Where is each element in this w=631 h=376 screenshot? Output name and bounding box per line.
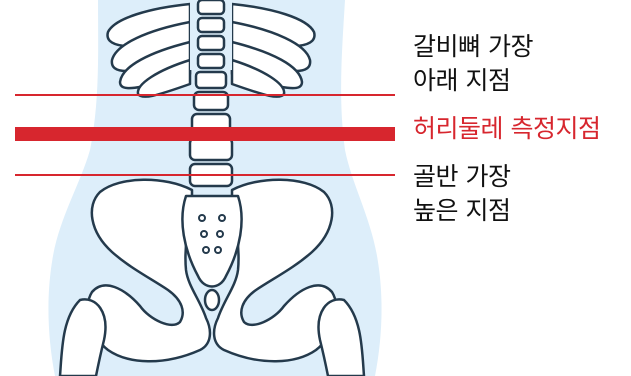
pelvis-label-line-2: 높은 지점 <box>413 194 510 228</box>
pelvis-top-label: 골반 가장 높은 지점 <box>413 160 510 228</box>
rib-label-line-2: 아래 지점 <box>413 64 533 98</box>
waist-label-text: 허리둘레 측정지점 <box>413 112 600 146</box>
waist-measure-line <box>15 127 395 141</box>
pelvis-label-line-1: 골반 가장 <box>413 160 510 194</box>
waist-measure-label: 허리둘레 측정지점 <box>413 112 600 146</box>
rib-label-line-1: 갈비뼈 가장 <box>413 30 533 64</box>
rib-bottom-label: 갈비뼈 가장 아래 지점 <box>413 30 533 98</box>
